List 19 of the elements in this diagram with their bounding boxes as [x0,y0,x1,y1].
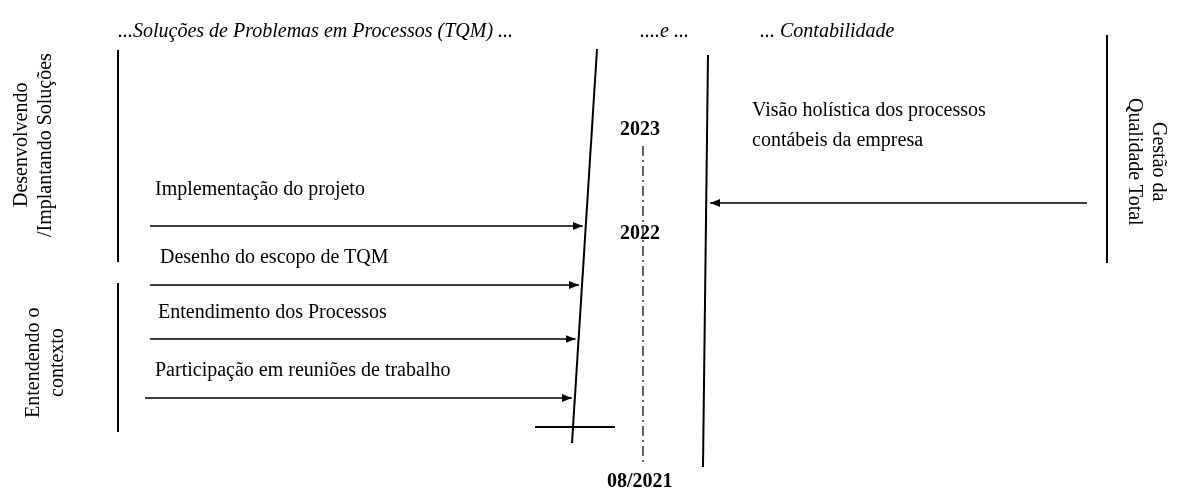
arrow [149,281,580,289]
arrow-label: Implementação do projeto [155,176,365,200]
arrow [149,222,584,230]
arrow-label: Visão holística dos processos contábeis da empresa [752,97,987,153]
header-text: ... Contabilidade [760,18,895,42]
header-text: ...Soluções de Problemas em Processos (TQM) ... [118,18,514,42]
arrow-label: Desenho do escopo de TQM [160,244,389,268]
category-label: Gestão da Qualidade Total [1124,97,1172,228]
header-text: ....e ... [640,18,689,42]
year-label: 2023 [620,116,660,140]
arrow [144,394,573,402]
phase-label: Entendendo o contexto [20,306,68,421]
phase-label: Desenvolvendo /Implantando Soluções [8,52,57,239]
arrow-label: Participação em reuniões de trabalho [155,357,451,381]
year-label: 2022 [620,220,660,244]
year-label: 08/2021 [607,468,673,492]
arrow [709,199,1088,207]
arrow [149,335,577,343]
arrow-label: Entendimento dos Processos [158,299,387,323]
